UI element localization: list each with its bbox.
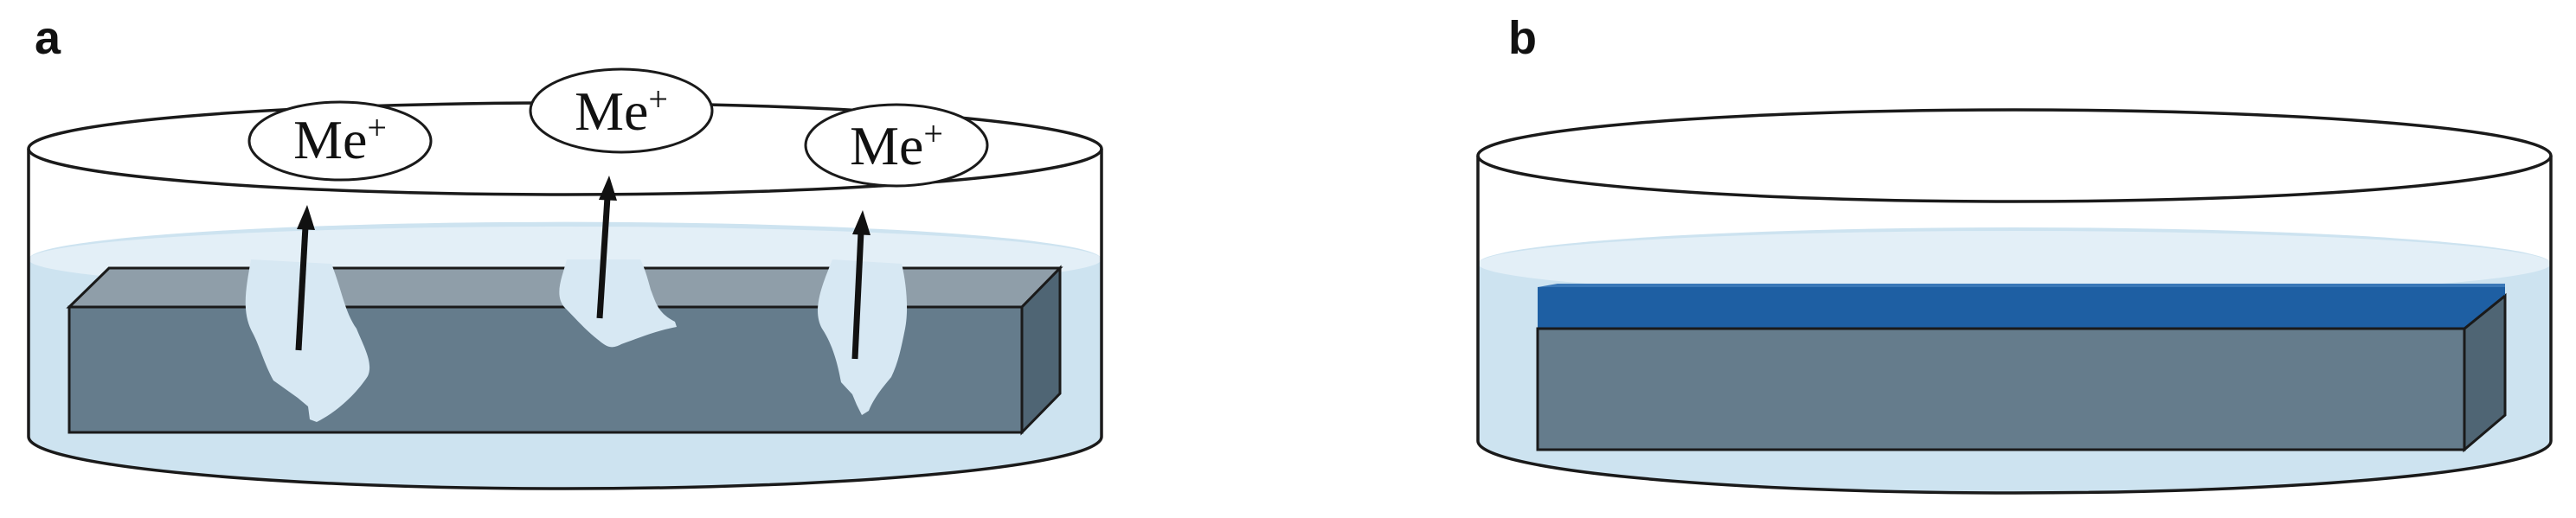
coated-block-b xyxy=(1536,284,2507,453)
svg-text:Me+: Me+ xyxy=(850,114,943,176)
panel-label-a: a xyxy=(35,12,61,64)
coating-top-b xyxy=(1538,284,2505,287)
corrosion-plume-1 xyxy=(245,259,370,422)
svg-text:Me+: Me+ xyxy=(293,108,387,170)
container-body-a xyxy=(27,149,1103,490)
block-front-b xyxy=(1536,327,2466,451)
coating-layer-b xyxy=(1538,287,2505,329)
svg-text:Me+: Me+ xyxy=(575,80,668,142)
panel-b: b xyxy=(1476,12,2553,495)
container-rim-b xyxy=(1476,108,2553,203)
panel-label-b: b xyxy=(1508,12,1537,64)
metal-ion-2: Me+ xyxy=(529,67,714,154)
metal-ion-3: Me+ xyxy=(804,103,989,188)
ion-arrow-1 xyxy=(295,205,315,351)
ion-arrow-3 xyxy=(851,210,870,360)
metal-ion-1: Me+ xyxy=(247,100,433,182)
corrosion-plume-2 xyxy=(559,259,677,348)
ion-arrow-2 xyxy=(596,176,617,319)
corrosion-plume-3 xyxy=(818,259,908,415)
container-body-b xyxy=(1476,156,2553,495)
panel-a: a Me+ xyxy=(27,12,1103,490)
liquid-surface-b xyxy=(1478,231,2551,297)
